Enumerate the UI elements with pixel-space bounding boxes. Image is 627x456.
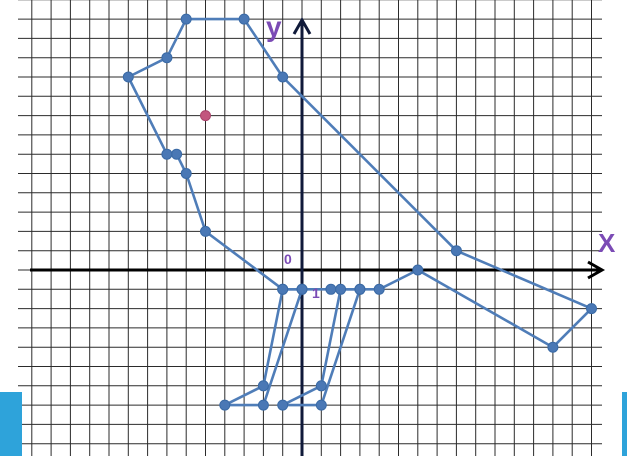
unit-label: 1 xyxy=(312,285,320,301)
vertex-point xyxy=(335,283,347,295)
axis-labels: y X 0 1 xyxy=(266,11,616,301)
x-axis-arrowhead xyxy=(587,260,606,280)
vertex-point xyxy=(277,71,289,83)
grid-lines xyxy=(18,0,602,456)
vertex-point xyxy=(200,225,211,237)
y-axis-label: y xyxy=(266,11,282,42)
vertex-point xyxy=(315,380,327,392)
origin-label: 0 xyxy=(284,251,292,267)
vertex-point xyxy=(122,71,134,83)
vertex-point xyxy=(219,399,231,411)
vertex-point xyxy=(373,283,385,295)
vertex-point xyxy=(296,283,308,295)
vertex-point xyxy=(238,13,250,25)
vertex-point xyxy=(171,148,183,160)
vertex-point xyxy=(161,52,173,64)
vertex-point xyxy=(354,283,366,295)
left-edge-accent xyxy=(0,392,22,456)
vertex-point xyxy=(161,148,173,160)
vertex-point xyxy=(315,399,327,411)
y-axis-arrowhead xyxy=(292,16,312,35)
vertex-point xyxy=(277,283,289,295)
x-axis-label: X xyxy=(598,228,616,258)
bird-figure xyxy=(122,13,597,411)
vertex-point xyxy=(257,399,269,411)
vertex-point xyxy=(586,303,597,315)
vertex-point xyxy=(180,168,192,179)
vertex-point xyxy=(412,264,424,276)
vertex-point xyxy=(180,13,192,25)
bird-eye xyxy=(200,110,211,122)
right-edge-accent xyxy=(622,392,627,456)
vertex-point xyxy=(547,341,559,353)
vertex-point xyxy=(277,399,289,411)
vertex-point xyxy=(257,380,269,392)
axes xyxy=(30,16,606,456)
vertex-point xyxy=(450,245,462,257)
vertex-point xyxy=(325,283,337,295)
